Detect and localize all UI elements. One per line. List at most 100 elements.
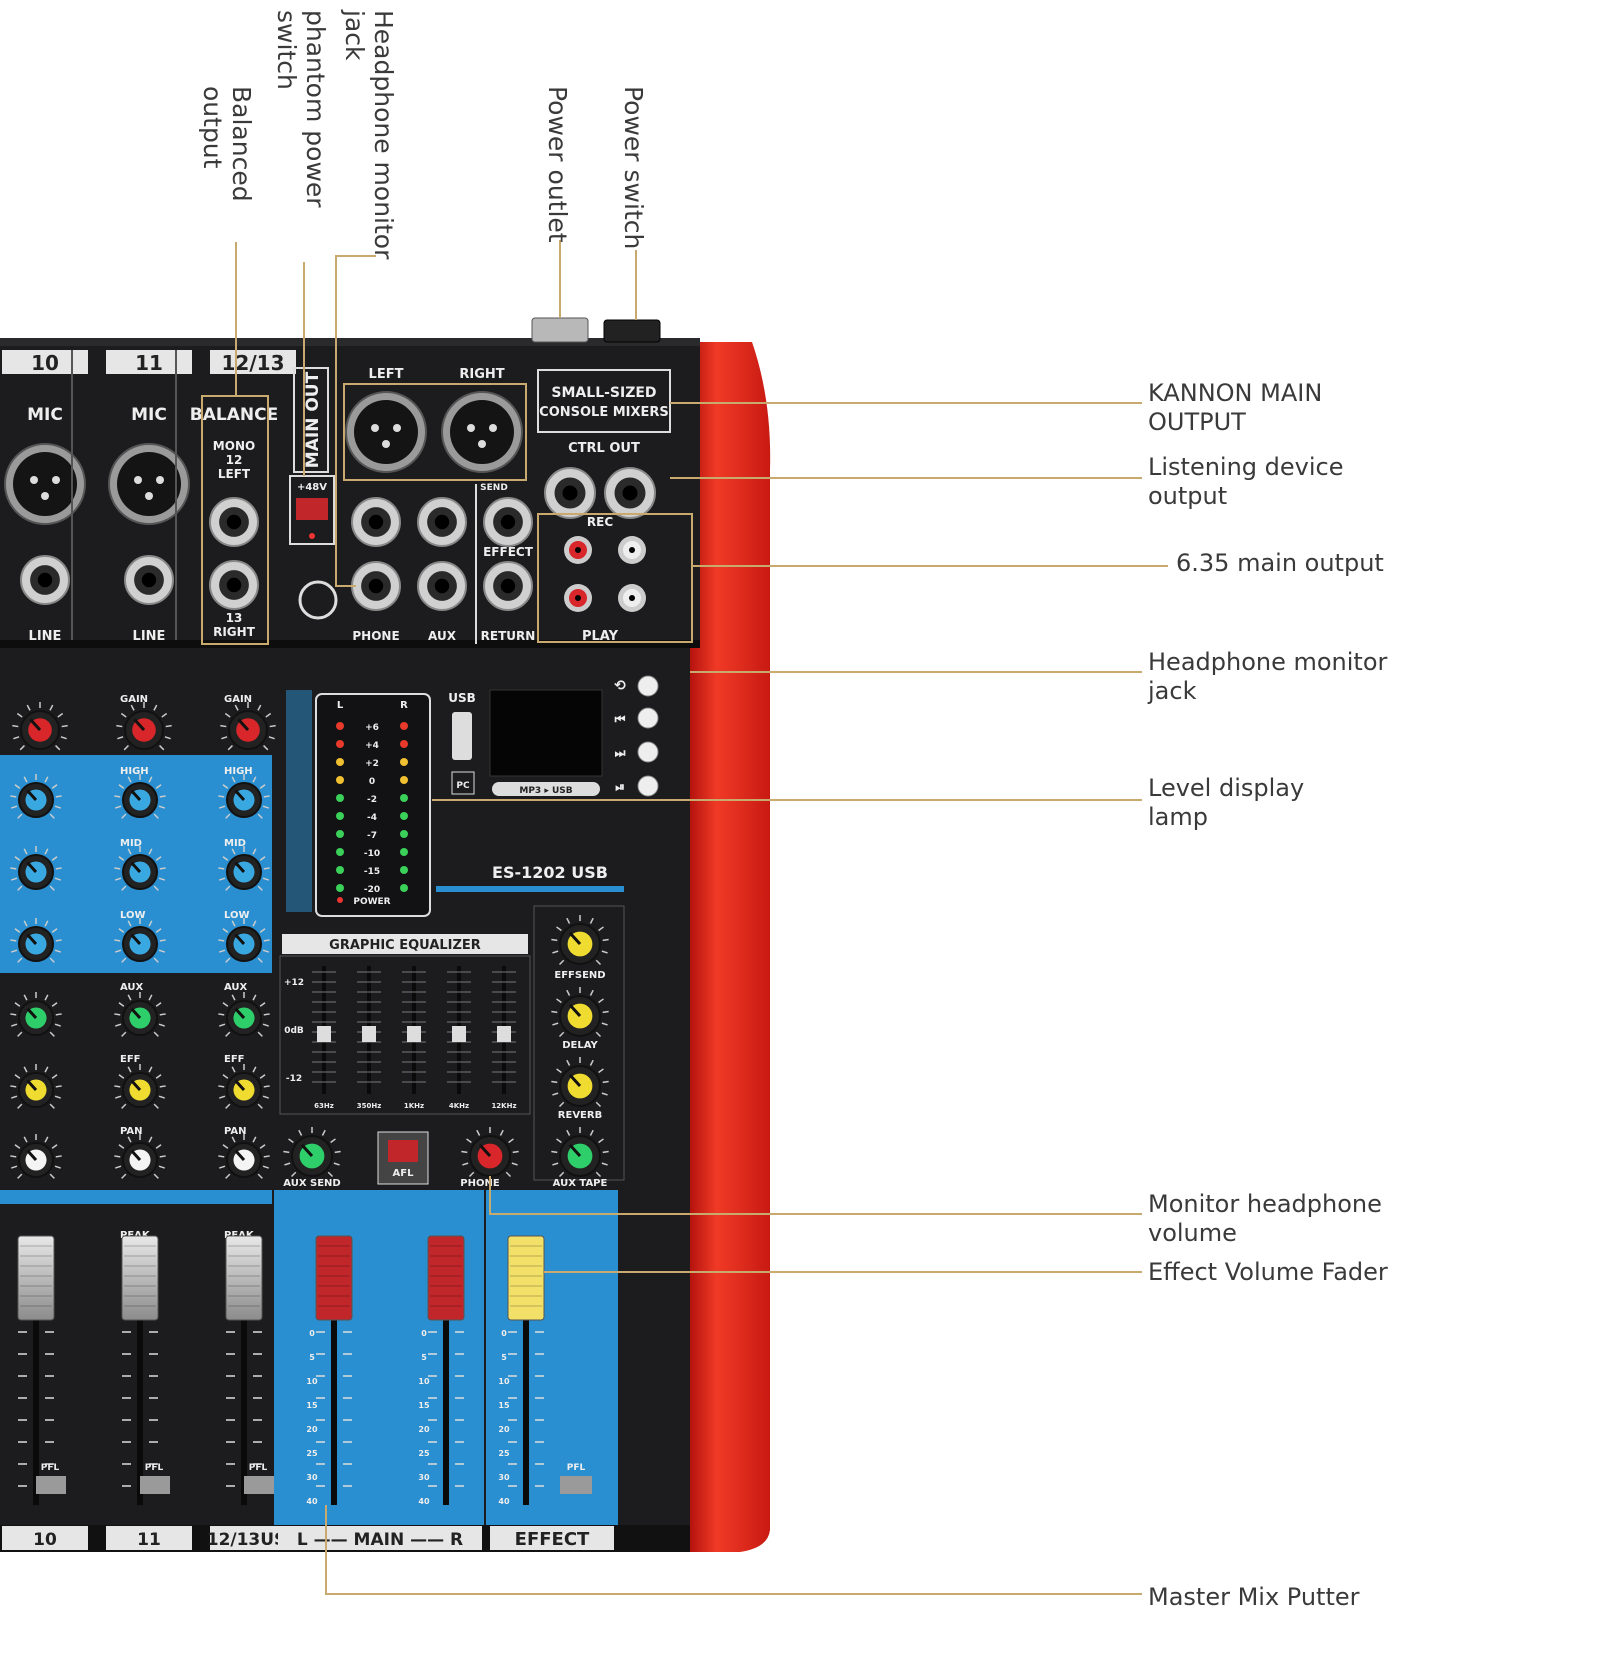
aux-knob-tick xyxy=(218,1013,225,1016)
meter-led-right xyxy=(400,830,408,838)
main-635-right-jack-core xyxy=(434,514,450,530)
aux-send-knob-tick xyxy=(284,1162,291,1166)
fader-scale-label: 0 xyxy=(501,1329,507,1338)
fader-scale-label: 0 xyxy=(421,1329,427,1338)
aux-send-label: AUX SEND xyxy=(283,1178,340,1189)
aux-knob-tick xyxy=(54,1023,61,1027)
mid-knob-tick xyxy=(159,867,166,870)
high-knob-tick xyxy=(10,795,17,798)
gain-knob-tick xyxy=(26,704,31,711)
pan-knob-tick xyxy=(259,1144,266,1149)
mid-knob-tick xyxy=(17,885,23,891)
right-13-label: 13 xyxy=(226,611,243,625)
delay-knob-tick xyxy=(551,1010,558,1014)
model-label: ES-1202 USB xyxy=(492,863,608,882)
repeat-icon: ⟲ xyxy=(614,678,626,694)
low-knob-tick xyxy=(115,949,122,953)
high-knob-tick xyxy=(218,795,225,798)
eq-slider-cap xyxy=(452,1026,466,1042)
aux-tape-knob-tick xyxy=(589,1129,594,1136)
mic-xlr-jack-pin xyxy=(30,476,38,484)
gain-knob-tick xyxy=(263,745,269,751)
pfl-button xyxy=(36,1476,66,1494)
mid-knob-tick xyxy=(115,877,122,881)
high-knob-tick xyxy=(23,776,28,783)
meter-led-left xyxy=(336,722,344,730)
low-knob-tick xyxy=(121,957,127,963)
play-label: PLAY xyxy=(582,629,619,644)
phantom-label: +48V xyxy=(297,482,327,493)
phone-volume-knob-tick xyxy=(462,1162,469,1166)
red-side-panel xyxy=(688,342,771,1552)
eq-slider-cap xyxy=(407,1026,421,1042)
aux-knob-tick xyxy=(159,1013,166,1016)
meter-l-label: L xyxy=(337,700,344,711)
high-knob-tick xyxy=(262,805,269,809)
fader-scale-label: 15 xyxy=(498,1401,510,1410)
effect-label-box xyxy=(490,1526,614,1550)
aux-tape-knob-tick xyxy=(558,1171,565,1178)
power-label: POWER xyxy=(353,897,390,907)
meter-led-left xyxy=(336,758,344,766)
effsend-knob-pointer xyxy=(568,931,582,946)
delay-knob-tick xyxy=(602,1010,609,1014)
fader-scale-label: 30 xyxy=(418,1473,430,1482)
gain-knob-pointer xyxy=(133,718,146,732)
meter-scale-label: -20 xyxy=(364,885,380,895)
reverb-knob-pointer xyxy=(568,1073,582,1088)
high-knob-tick xyxy=(17,813,23,819)
effect-pfl-button xyxy=(560,1476,592,1494)
high-knob-tick xyxy=(263,795,270,798)
reverb-label: REVERB xyxy=(558,1110,602,1121)
aux-knob-label: AUX xyxy=(224,982,248,993)
mono-left-label: MONO xyxy=(213,439,255,453)
delay-knob-tick xyxy=(601,1022,608,1026)
fader-scale-label: 5 xyxy=(309,1353,315,1362)
high-knob-tick xyxy=(252,776,257,783)
mid-knob-tick xyxy=(155,856,162,861)
afl-button xyxy=(388,1140,418,1162)
mid-knob-tick xyxy=(231,848,236,855)
fader-scale-label: 40 xyxy=(498,1497,510,1506)
mid-knob-tick xyxy=(11,877,18,881)
low-knob-tick xyxy=(14,928,21,933)
main-right-fader-cap xyxy=(427,1235,465,1321)
aux-knob-tick xyxy=(252,994,257,1001)
pfl-button xyxy=(140,1476,170,1494)
aux-send-knob-tick xyxy=(298,1129,303,1136)
eff-knob-tick xyxy=(158,1095,165,1099)
console-mixers-label: CONSOLE MIXERS xyxy=(539,405,669,420)
pfl-label: PFL xyxy=(145,1463,164,1473)
aux-knob-tick xyxy=(44,994,49,1001)
aux-tape-knob-tick xyxy=(566,1129,571,1136)
gain-knob-pointer xyxy=(29,718,42,732)
pan-knob-tick xyxy=(11,1165,18,1169)
bottom-channel-label: 11 xyxy=(137,1530,161,1550)
high-knob-tick xyxy=(153,813,159,819)
meter-scale-label: 0 xyxy=(369,777,375,787)
effsend-knob-tick xyxy=(598,926,604,932)
leader-line-10 xyxy=(489,1176,1142,1215)
callout-master-mix-putter: Master Mix Putter xyxy=(1148,1583,1360,1611)
gain-knob-tick xyxy=(221,736,228,740)
eff-knob-tick xyxy=(23,1066,28,1073)
fader-scale-label: 0 xyxy=(309,1329,315,1338)
reverb-knob-tick xyxy=(595,1101,602,1108)
low-knob-tick xyxy=(17,957,23,963)
high-knob-tick xyxy=(44,776,49,783)
gain-knob-tick xyxy=(161,712,168,718)
main-635-left-jack-core xyxy=(368,514,384,530)
pan-knob-tick xyxy=(51,1144,58,1149)
high-knob-pointer xyxy=(26,789,38,802)
pan-knob-tick xyxy=(10,1155,17,1158)
gain-knob-tick xyxy=(269,724,276,728)
leader-line-2 xyxy=(335,255,376,587)
mid-knob-tick xyxy=(55,867,62,870)
eff-knob-tick xyxy=(54,1095,61,1099)
channel-number-box xyxy=(210,350,296,374)
mp3-usb-label: MP3 ▸ USB xyxy=(519,786,572,796)
aux-knob-tick xyxy=(222,1002,229,1007)
fader-scale-label: 25 xyxy=(418,1449,430,1458)
